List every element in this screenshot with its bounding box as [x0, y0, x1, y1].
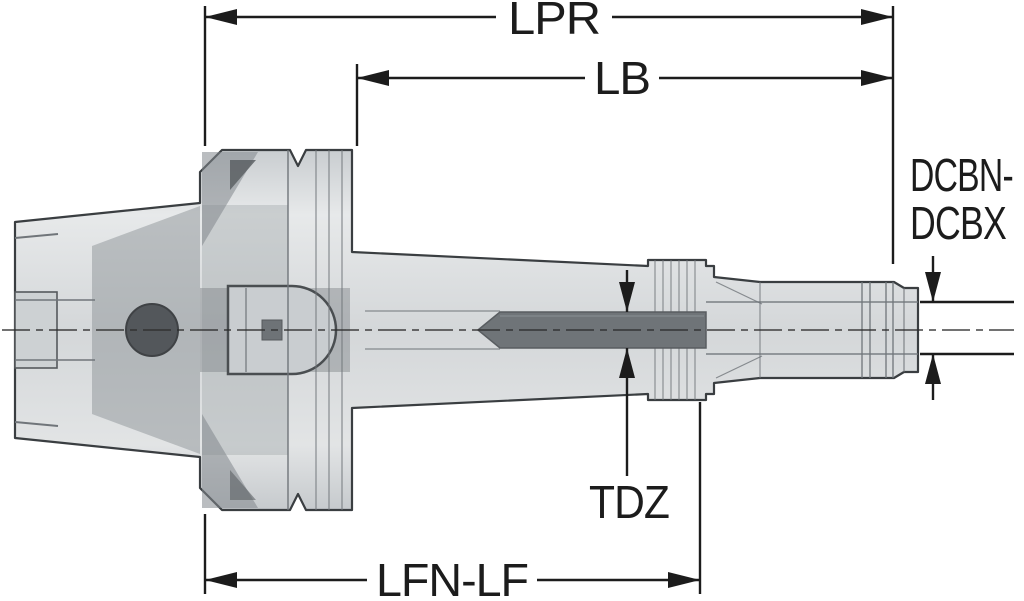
tdz-label: TDZ [589, 476, 669, 528]
lfn-lf-label: LFN-LF [376, 554, 528, 601]
dim-lfn-lf: LFN-LF [203, 402, 702, 601]
tdz-arrowhead-up-icon [619, 348, 635, 378]
lb-arrowhead-left-icon [357, 70, 389, 86]
lb-label: LB [594, 52, 650, 104]
tdz-arrowhead-down-icon [619, 282, 635, 312]
shank-slot-top [14, 233, 59, 239]
lpr-arrowhead-right-icon [861, 9, 893, 25]
lfn-arrowhead-right-icon [668, 572, 700, 588]
lb-arrowhead-right-icon [861, 70, 893, 86]
flange-facet-bottom [202, 414, 258, 508]
dcbn-arrowhead-down-icon [925, 272, 941, 302]
nose-cone-inner-top [715, 281, 763, 305]
dim-lpr: LPR [203, 0, 895, 264]
lpr-label-mask [496, 0, 612, 36]
lpr-arrowhead-left-icon [205, 9, 237, 25]
dcbn-label: DCBN- [910, 149, 1013, 201]
balance-mark-bottom [230, 470, 256, 500]
lfn-label-mask [367, 561, 537, 600]
balance-mark-top [230, 160, 256, 190]
shank-slot-bottom [14, 421, 59, 427]
dcbx-label: DCBX [910, 197, 1006, 249]
lb-label-mask [585, 59, 659, 97]
dim-tdz: TDZ [589, 270, 670, 528]
tool-silhouette [13, 148, 920, 512]
flange-facet-top [202, 152, 258, 246]
dim-lb: LB [355, 52, 893, 146]
lpr-label: LPR [508, 0, 600, 44]
nose-cone-inner-bottom [715, 355, 763, 379]
lfn-arrowhead-left-icon [205, 572, 237, 588]
dim-dcbn-dcbx: DCBN- DCBX [910, 149, 1014, 400]
dcbn-arrowhead-up-icon [925, 354, 941, 384]
